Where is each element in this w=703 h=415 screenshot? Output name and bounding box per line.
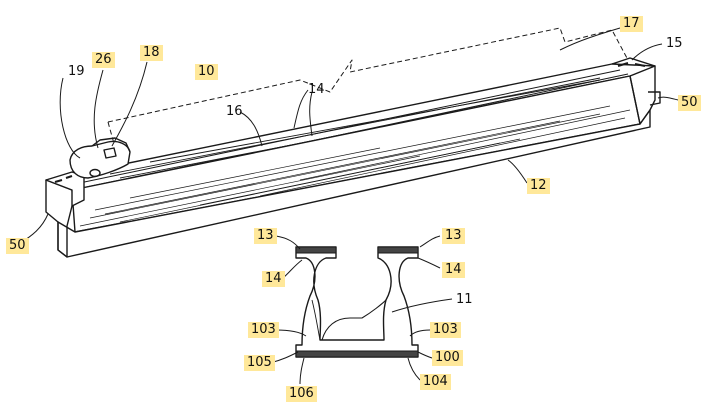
- leader-100: [417, 351, 433, 359]
- leader-13r: [419, 235, 441, 248]
- leader-14a: [293, 89, 309, 129]
- ref-label-50-right: 50: [678, 95, 701, 111]
- clip-top: [91, 137, 131, 153]
- section-outline: [295, 246, 419, 358]
- ref-label-50-left: 50: [6, 238, 29, 254]
- leader-13l: [275, 235, 301, 250]
- flange-left-hatch: [295, 246, 337, 254]
- leader-18: [111, 61, 148, 147]
- rail-front-face: [71, 75, 641, 233]
- ref-label-14-left: 14: [262, 271, 285, 287]
- leader-15: [631, 43, 663, 61]
- leader-14l: [281, 259, 303, 280]
- leader-11: [391, 298, 453, 313]
- ref-label-12: 12: [527, 178, 550, 194]
- right-end-cap: [611, 57, 656, 125]
- leader-16: [239, 111, 263, 147]
- leader-14b: [309, 91, 313, 137]
- base-plate-hatch: [295, 350, 419, 358]
- inner-channel: [321, 299, 387, 341]
- ref-label-19: 19: [68, 64, 85, 79]
- leader-103r: [409, 329, 431, 337]
- ref-label-105: 105: [244, 355, 275, 371]
- inner-web-left: [311, 299, 321, 341]
- ref-label-13-left: 13: [254, 228, 277, 244]
- leader-12: [507, 159, 528, 184]
- leader-106: [299, 357, 305, 385]
- ref-label-14-right: 14: [442, 262, 465, 278]
- ref-label-17: 17: [620, 16, 643, 32]
- ref-label-100: 100: [432, 350, 463, 366]
- ref-label-106: 106: [286, 386, 317, 402]
- ref-label-103-right: 103: [430, 322, 461, 338]
- cross-section: [295, 246, 419, 358]
- leader-103l: [275, 329, 307, 337]
- strip-line-16: [149, 79, 601, 163]
- ref-label-10: 10: [195, 64, 218, 80]
- ref-label-14-top: 14: [308, 82, 325, 97]
- clip-notch: [103, 147, 117, 159]
- ref-label-16: 16: [226, 104, 243, 119]
- ref-label-18: 18: [140, 45, 163, 61]
- ref-label-104: 104: [420, 374, 451, 390]
- leader-50r: [657, 96, 679, 101]
- clip-hole: [89, 168, 101, 178]
- leader-17: [559, 27, 621, 51]
- rail-perspective: [45, 27, 661, 258]
- left-end-cap: [45, 171, 85, 207]
- ref-label-103-left: 103: [248, 322, 279, 338]
- leader-26: [93, 69, 104, 149]
- rail-front-hatching: [79, 105, 631, 227]
- flange-right-hatch: [377, 246, 419, 254]
- leader-104: [407, 357, 421, 381]
- leader-19: [59, 77, 81, 159]
- ref-label-13-right: 13: [442, 228, 465, 244]
- left-end-cap-side: [45, 180, 73, 258]
- ref-label-11: 11: [456, 292, 473, 307]
- right-end-cap-slots: [617, 62, 646, 67]
- left-end-cap-slots: [54, 175, 73, 183]
- ref-label-26: 26: [92, 52, 115, 68]
- leader-14r: [417, 257, 441, 269]
- ref-label-15: 15: [666, 36, 683, 51]
